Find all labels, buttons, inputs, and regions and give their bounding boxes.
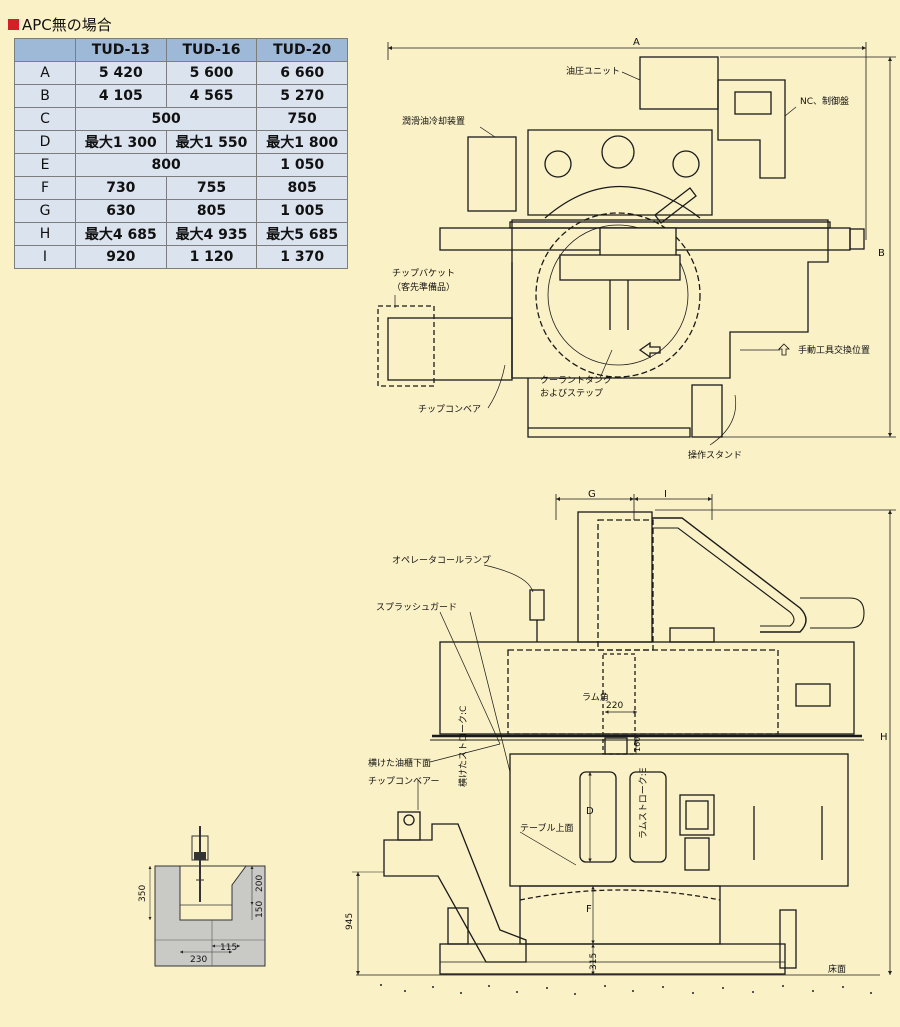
table-cell: 1 050 — [256, 153, 348, 177]
nc-panel-label: NC、制御盤 — [800, 95, 849, 107]
row-key: F — [14, 176, 76, 200]
chip-conveyor-front — [383, 823, 527, 963]
foundation-detail: 350 200 150 230 115 — [138, 826, 266, 967]
table-cell: 1 005 — [256, 199, 348, 223]
chip-bucket-box — [377, 305, 435, 387]
foundation-150: 150 — [255, 901, 265, 918]
floor-label: 床面 — [828, 963, 846, 975]
control-stand-front — [779, 909, 797, 969]
lube-cooler-label: 潤滑油冷却装置 — [402, 115, 465, 127]
hydraulic-unit-box — [639, 56, 719, 110]
dim-f-label: F — [586, 904, 592, 915]
column-header: TUD-13 — [75, 38, 167, 62]
dim-d-label: D — [586, 806, 594, 817]
dim-h-label: H — [880, 732, 888, 743]
nc-panel-box — [717, 79, 786, 179]
front-view — [352, 494, 896, 976]
crossrail-stroke-label: 横けたストローク:C — [457, 706, 469, 787]
ram-square-label: ラム角 — [582, 691, 609, 703]
dim-i-label: I — [664, 489, 667, 500]
row-key: A — [14, 61, 76, 85]
chip-bucket-label: チップバケット — [392, 268, 455, 279]
table-cell: 730 — [75, 176, 167, 200]
table-cell: 5 270 — [256, 84, 348, 108]
lube-cooler-box — [467, 136, 517, 212]
crossrail-bottom-label: 横けた油櫃下面 — [368, 757, 431, 769]
row-key: B — [14, 84, 76, 108]
dim-945-label: 945 — [345, 913, 355, 930]
front-labels: G I H D F ラム角 220 160 945 315 オペレータコールラン… — [345, 489, 888, 975]
chip-bucket-note: （客先準備品） — [392, 281, 455, 293]
manual-tool-change-label: 手動工具交換位置 — [798, 344, 870, 356]
column-header: TUD-20 — [256, 38, 348, 62]
chip-conveyor-plan — [387, 317, 513, 381]
table-cell: 750 — [256, 107, 348, 131]
dim-a-label: A — [633, 37, 640, 48]
table-cell: 4 565 — [165, 84, 258, 108]
heading-text: APC無の場合 — [22, 16, 112, 34]
hydraulic-unit-label: 油圧ユニット — [566, 65, 620, 77]
machine-base — [439, 943, 786, 975]
table-cell: 1 120 — [165, 245, 258, 269]
up-arrow-icon — [778, 343, 790, 356]
table-cell: 最大5 685 — [256, 222, 348, 246]
dim-160-label: 160 — [633, 737, 642, 752]
row-key: H — [14, 222, 76, 246]
dim-315-label: 315 — [589, 953, 599, 970]
chip-conveyor-label: チップコンベア — [418, 404, 481, 415]
call-lamp-shape — [529, 589, 545, 621]
ram-stroke-label: ラムストローク:E — [638, 767, 649, 839]
heading-marker — [8, 19, 19, 30]
upper-guard — [439, 641, 855, 735]
table-cell: 5 420 — [75, 61, 167, 85]
row-key: I — [14, 245, 76, 269]
table-cell: 630 — [75, 199, 167, 223]
splash-guard-label: スプラッシュガード — [376, 602, 457, 613]
table-top-label: テーブル上面 — [520, 822, 573, 834]
dim-g-label: G — [588, 489, 596, 500]
section-heading: APC無の場合 — [8, 14, 112, 35]
plan-view — [377, 42, 896, 446]
coolant-tank-label: クーラントタンク — [540, 375, 612, 386]
control-stand-label: 操作スタンド — [688, 449, 742, 461]
coolant-tank-label-2: およびステップ — [540, 388, 603, 399]
chip-conveyor-front-label: チップコンベアー — [368, 776, 439, 787]
table-cell: 最大1 300 — [75, 130, 167, 154]
foundation-200: 200 — [255, 875, 265, 892]
foundation-230: 230 — [190, 955, 207, 965]
floor-hatching — [380, 984, 872, 995]
table-cell: 1 370 — [256, 245, 348, 269]
table-cell: 920 — [75, 245, 167, 269]
foundation-115: 115 — [220, 943, 237, 953]
table-cell: 805 — [256, 176, 348, 200]
ram-size-label: 220 — [606, 701, 623, 711]
table-cell: 800 — [74, 153, 258, 177]
dim-b-label: B — [878, 248, 885, 259]
plan-labels: A B 油圧ユニット NC、制御盤 潤滑油冷却装置 チップバケット （客先準備品… — [392, 37, 885, 461]
foundation-350: 350 — [138, 885, 148, 902]
main-body-front — [509, 753, 849, 887]
call-lamp-label: オペレータコールランプ — [392, 555, 491, 566]
control-stand-plan — [691, 384, 723, 438]
